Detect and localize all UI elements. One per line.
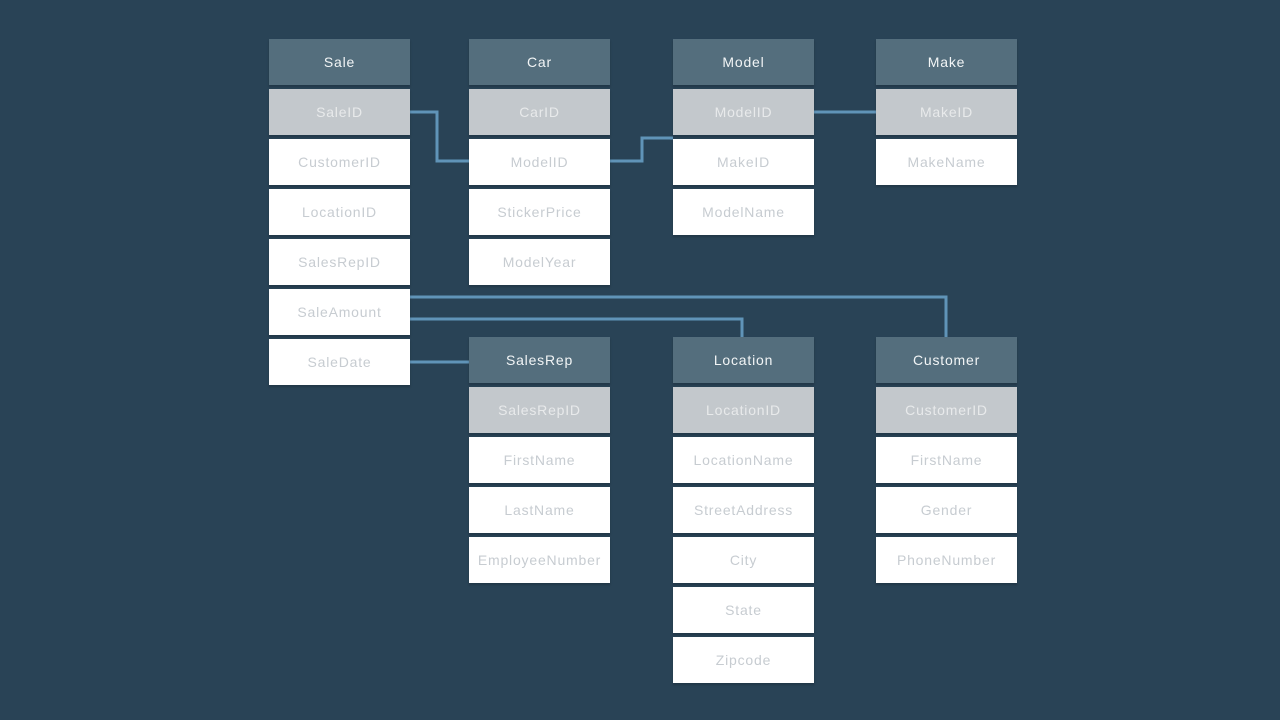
table-customer-field-customerid: CustomerID — [876, 387, 1017, 433]
table-sale-field-customerid: CustomerID — [269, 139, 410, 185]
table-sale-field-locationid: LocationID — [269, 189, 410, 235]
table-sale: Sale SaleID CustomerID LocationID SalesR… — [269, 39, 410, 385]
table-model-field-modelname: ModelName — [673, 189, 814, 235]
connector-car-model — [610, 136, 673, 163]
table-make-title: Make — [876, 39, 1017, 85]
table-location-field-streetaddress: StreetAddress — [673, 487, 814, 533]
table-location-field-city: City — [673, 537, 814, 583]
table-model: Model ModelID MakeID ModelName — [673, 39, 814, 235]
connector-sale-location — [410, 317, 744, 338]
table-location: Location LocationID LocationName StreetA… — [673, 337, 814, 683]
table-customer-field-phonenumber: PhoneNumber — [876, 537, 1017, 583]
table-model-title: Model — [673, 39, 814, 85]
table-location-field-locationid: LocationID — [673, 387, 814, 433]
table-salesrep-field-firstname: FirstName — [469, 437, 610, 483]
table-customer-field-firstname: FirstName — [876, 437, 1017, 483]
table-car-field-modelid: ModelID — [469, 139, 610, 185]
table-location-field-zipcode: Zipcode — [673, 637, 814, 683]
table-salesrep: SalesRep SalesRepID FirstName LastName E… — [469, 337, 610, 583]
table-customer-title: Customer — [876, 337, 1017, 383]
table-salesrep-field-salesrepid: SalesRepID — [469, 387, 610, 433]
table-customer: Customer CustomerID FirstName Gender Pho… — [876, 337, 1017, 583]
table-sale-field-saledate: SaleDate — [269, 339, 410, 385]
table-model-field-makeid: MakeID — [673, 139, 814, 185]
table-salesrep-title: SalesRep — [469, 337, 610, 383]
table-salesrep-field-employeenumber: EmployeeNumber — [469, 537, 610, 583]
table-model-field-modelid: ModelID — [673, 89, 814, 135]
table-car-field-stickerprice: StickerPrice — [469, 189, 610, 235]
table-customer-field-gender: Gender — [876, 487, 1017, 533]
table-sale-field-salesrepid: SalesRepID — [269, 239, 410, 285]
table-make-field-makeid: MakeID — [876, 89, 1017, 135]
table-car-field-carid: CarID — [469, 89, 610, 135]
table-location-field-state: State — [673, 587, 814, 633]
table-salesrep-field-lastname: LastName — [469, 487, 610, 533]
connector-sale-car — [410, 110, 469, 163]
table-car: Car CarID ModelID StickerPrice ModelYear — [469, 39, 610, 285]
table-make-field-makename: MakeName — [876, 139, 1017, 185]
table-sale-field-saleid: SaleID — [269, 89, 410, 135]
table-location-title: Location — [673, 337, 814, 383]
table-car-title: Car — [469, 39, 610, 85]
table-sale-title: Sale — [269, 39, 410, 85]
table-location-field-locationname: LocationName — [673, 437, 814, 483]
table-car-field-modelyear: ModelYear — [469, 239, 610, 285]
table-make: Make MakeID MakeName — [876, 39, 1017, 185]
connector-sale-customer — [410, 295, 948, 338]
table-sale-field-saleamount: SaleAmount — [269, 289, 410, 335]
